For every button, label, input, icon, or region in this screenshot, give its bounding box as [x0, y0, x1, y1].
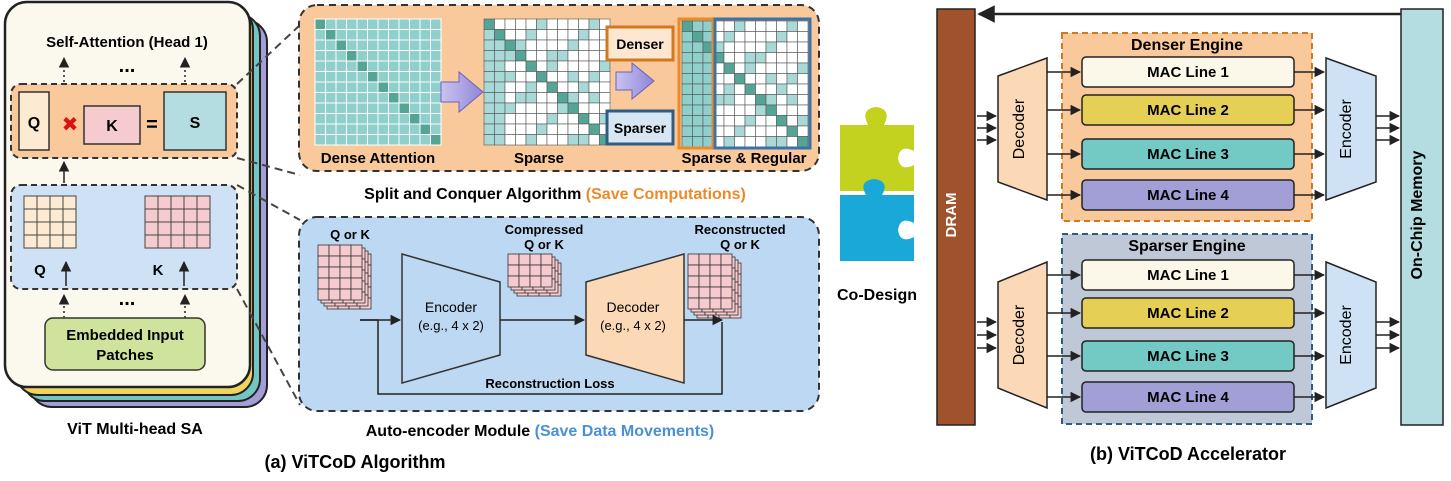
svg-text:Q or K: Q or K: [524, 237, 564, 252]
svg-text:Encoder: Encoder: [425, 299, 477, 315]
vit-multihead-panel: Self-Attention (Head 1) ... Q ✖ K = S Q …: [3, 0, 268, 408]
svg-text:(e.g., 4 x 2): (e.g., 4 x 2): [600, 318, 666, 333]
codesign-label: Co-Design: [837, 287, 917, 304]
s-block-label: S: [190, 115, 201, 132]
mac-line-label: MAC Line 2: [1147, 102, 1229, 119]
vit-caption: ViT Multi-head SA: [67, 421, 203, 438]
dense-attention-label: Dense Attention: [321, 150, 435, 167]
mac-line-label: MAC Line 4: [1147, 389, 1229, 406]
autoencoder-caption: Auto-encoder Module (Save Data Movements…: [366, 423, 715, 440]
equals-sign: =: [146, 114, 158, 136]
sparser-label: Sparser: [614, 120, 667, 136]
mac-line-label: MAC Line 1: [1147, 64, 1229, 81]
mac-line-label: MAC Line 3: [1147, 348, 1229, 365]
ae-decoder-block: [585, 253, 685, 384]
svg-text:Q or K: Q or K: [720, 237, 760, 252]
caption-b: (b) ViTCoD Accelerator: [1090, 444, 1286, 464]
dense-attention-matrix: [314, 18, 442, 146]
denser-encoder: [1325, 56, 1377, 202]
svg-text:Decoder: Decoder: [607, 299, 660, 315]
k-grid-label: K: [153, 262, 164, 279]
transition-arrow-1: [440, 70, 484, 114]
denser-label: Denser: [616, 36, 664, 52]
reconstruction-loss-label: Reconstruction Loss: [485, 376, 614, 391]
accelerator: DRAM On-Chip Memory Denser Engine Sparse…: [936, 5, 1444, 426]
mac-line-label: MAC Line 1: [1147, 267, 1229, 284]
mac-line-label: MAC Line 4: [1147, 187, 1229, 204]
svg-text:Embedded Input: Embedded Input: [66, 327, 184, 344]
ae-input-stack: [317, 244, 372, 310]
svg-text:Patches: Patches: [96, 347, 154, 364]
svg-text:On-Chip Memory: On-Chip Memory: [1409, 150, 1426, 279]
svg-text:Decoder: Decoder: [1011, 98, 1028, 159]
svg-text:Encoder: Encoder: [1338, 305, 1355, 365]
multiply-icon: ✖: [62, 114, 79, 136]
ae-reconstructed-stack: [687, 253, 742, 319]
svg-text:Sparser Engine: Sparser Engine: [1128, 238, 1245, 255]
q-grid-label: Q: [34, 262, 46, 279]
svg-text:Compressed: Compressed: [505, 222, 584, 237]
svg-text:(e.g., 4 x 2): (e.g., 4 x 2): [418, 318, 484, 333]
split-caption: Split and Conquer Algorithm (Save Comput…: [364, 186, 746, 203]
caption-a: (a) ViTCoD Algorithm: [265, 452, 446, 472]
onchip-memory-block: [1400, 8, 1444, 426]
mac-line-label: MAC Line 3: [1147, 146, 1229, 163]
mac-line-label: MAC Line 2: [1147, 305, 1229, 322]
self-attention-title: Self-Attention (Head 1): [46, 34, 208, 51]
ae-compressed-stack: [507, 253, 562, 297]
sparser-decoder: [997, 260, 1048, 410]
svg-text:Decoder: Decoder: [1011, 304, 1028, 365]
dram-block: [936, 8, 976, 426]
svg-text:Denser Engine: Denser Engine: [1131, 37, 1243, 54]
denser-decoder: [997, 56, 1048, 202]
puzzle-icon: [840, 107, 914, 261]
svg-text:Encoder: Encoder: [1338, 99, 1355, 159]
ellipsis-top: ...: [119, 55, 136, 77]
k-grid: [144, 195, 211, 249]
k-block-label: K: [106, 118, 118, 135]
sparse-label: Sparse: [514, 150, 564, 167]
autoencoder-panel: Q or K Compressed Q or K Reconstructed Q…: [298, 216, 820, 412]
embedded-input-patches: [44, 317, 206, 371]
sparse-regular-label: Sparse & Regular: [681, 150, 806, 167]
sparse-regular-matrix: [681, 20, 809, 148]
sparser-encoder: [1325, 260, 1377, 410]
svg-text:Reconstructed: Reconstructed: [694, 222, 785, 237]
transition-arrow-2: [615, 61, 655, 101]
split-conquer-panel: Denser Sparser Dense Attention Sparse Sp…: [298, 4, 820, 172]
sparse-attention-matrix: [483, 18, 611, 146]
ae-encoder-block: [401, 253, 501, 384]
q-block-label: Q: [28, 115, 40, 132]
ellipsis-bottom: ...: [119, 288, 136, 310]
input-q-or-k-label: Q or K: [330, 227, 370, 242]
svg-text:DRAM: DRAM: [943, 193, 960, 238]
q-grid: [23, 195, 77, 249]
